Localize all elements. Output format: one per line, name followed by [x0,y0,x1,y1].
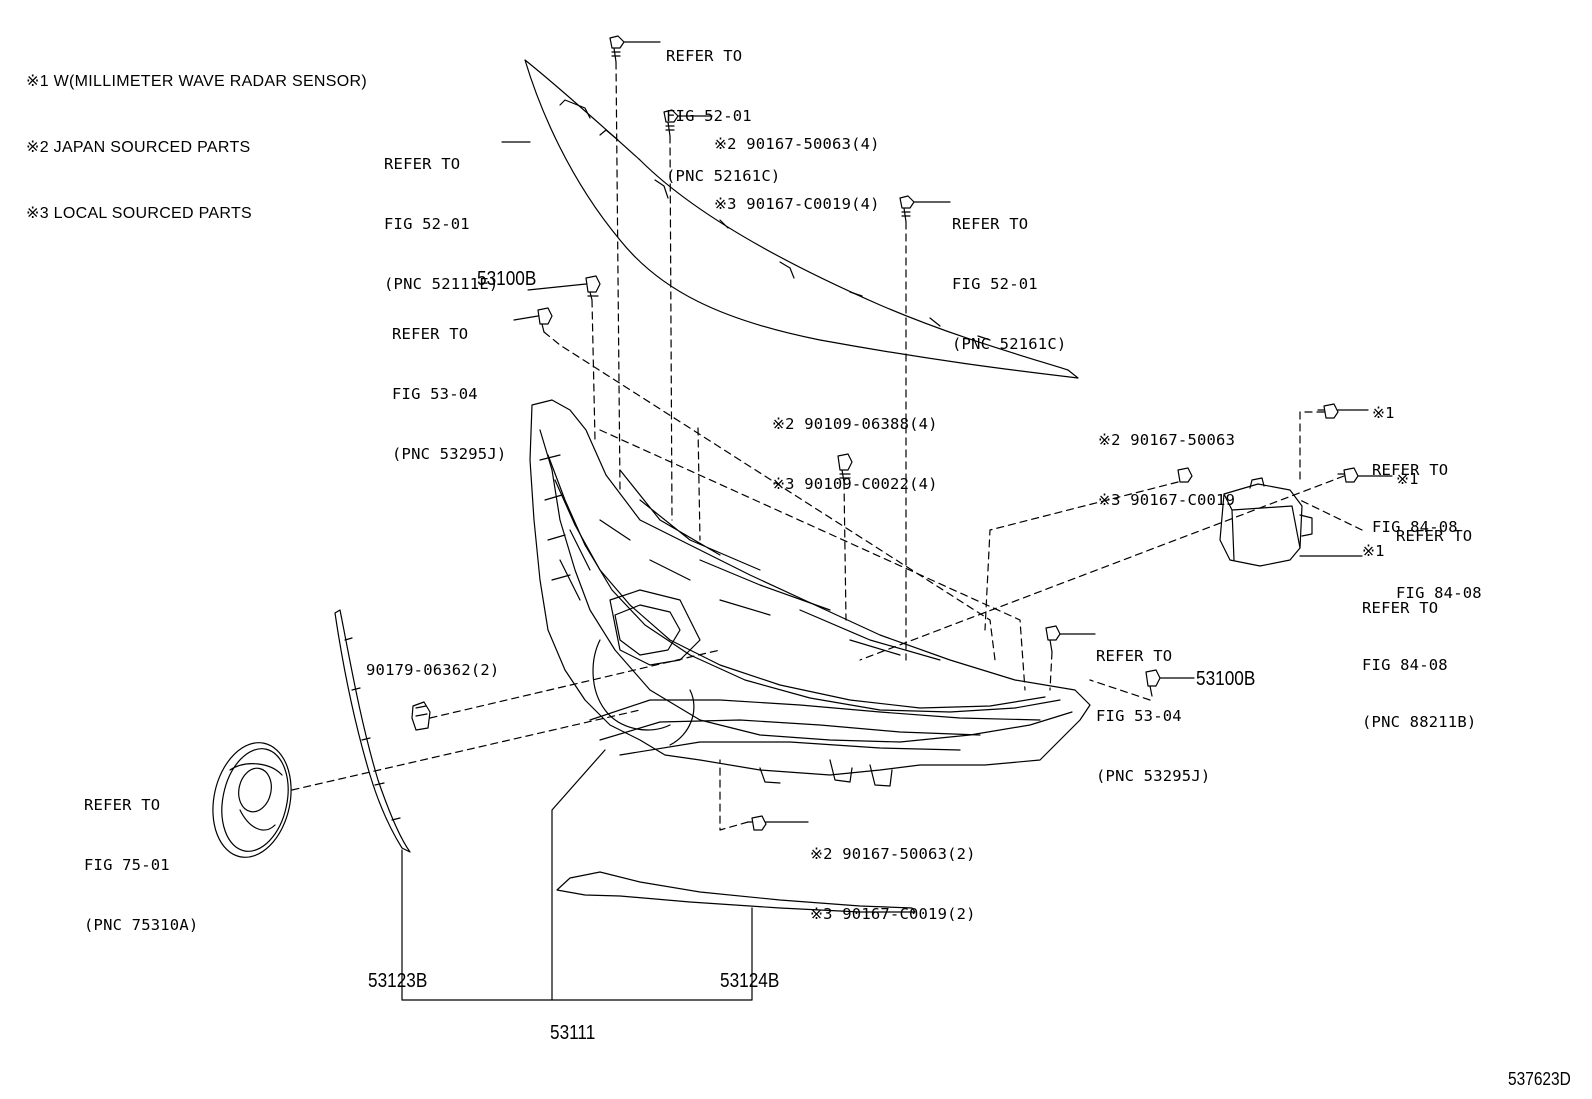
callout-text: FIG 84-08 [1396,584,1482,602]
callout-ref-radar-1: ※1 REFER TO FIG 84-08 [1372,366,1458,556]
assembly-dashed-lines [291,61,1363,831]
callout-text: FIG 84-08 [1362,656,1448,674]
note-3: ※3 LOCAL SOURCED PARTS [26,205,252,222]
fastener-icons [537,35,1359,831]
callout-text: REFER TO [1396,527,1473,545]
callout-text: FIG 53-04 [1096,707,1182,725]
callout-ref-left-mid: REFER TO FIG 53-04 (PNC 53295J) [392,284,506,484]
callout-ref-top: REFER TO FIG 52-01 (PNC 52161C) [666,6,780,206]
callout-text: (PNC 75310A) [84,916,199,934]
callout-text: REFER TO [952,215,1029,233]
callout-screw-right: ※2 90167-50063 ※3 90167-C0019 [1098,390,1235,530]
figure-id: 537623D [1508,1069,1571,1089]
callout-text: ※1 [1396,470,1419,488]
left-garnish-part [334,609,411,853]
callout-ref-emblem: REFER TO FIG 75-01 (PNC 75310A) [84,755,198,955]
callout-text: (PNC 53295J) [1096,767,1211,785]
notes: ※1 W(MILLIMETER WAVE RADAR SENSOR) ※2 JA… [26,27,367,247]
callout-text: ※2 90167-50063(4) [714,135,880,153]
callout-text: ※2 90109-06388(4) [772,415,938,433]
callout-text: (PNC 52111E) [384,275,499,293]
grille-body-part [529,399,1091,787]
callout-ref-right-mid: REFER TO FIG 53-04 (PNC 53295J) [1096,606,1210,806]
emblem-part [212,742,292,858]
note-1: ※1 W(MILLIMETER WAVE RADAR SENSOR) [26,73,367,90]
callout-clip-left: 90179-06362(2) [366,661,500,679]
callout-text: (PNC 52161C) [952,335,1067,353]
callout-text: ※3 90109-C0022(4) [772,475,938,493]
callout-text: FIG 53-04 [392,385,478,403]
part-number-53123b: 53123B [368,970,428,992]
part-number-53100b-top: 53100B [477,268,537,290]
callout-text: ※3 90167-C0019 [1098,491,1236,509]
part-number-53124b: 53124B [720,970,780,992]
callout-ref-left-top: REFER TO FIG 52-01 (PNC 52111E) [384,114,498,314]
callout-screw-mid: ※2 90109-06388(4) ※3 90109-C0022(4) [772,374,938,514]
note-2: ※2 JAPAN SOURCED PARTS [26,139,251,156]
callout-text: ※1 [1362,542,1385,560]
callout-text: (PNC 52161C) [666,167,781,185]
callout-text: REFER TO [1372,461,1449,479]
callout-text: REFER TO [1362,599,1439,617]
callout-text: (PNC 53295J) [392,445,507,463]
callout-text: FIG 75-01 [84,856,170,874]
callout-ref-radar-2: ※1 REFER TO FIG 84-08 [1396,432,1482,622]
callout-text: REFER TO [384,155,461,173]
callout-text: REFER TO [666,47,743,65]
callout-text: REFER TO [392,325,469,343]
callout-text: FIG 52-01 [952,275,1038,293]
callout-text: FIG 52-01 [666,107,752,125]
callout-text: FIG 52-01 [384,215,470,233]
callout-ref-right-top: REFER TO FIG 52-01 (PNC 52161C) [952,174,1066,374]
callout-text: FIG 84-08 [1372,518,1458,536]
callout-text: ※2 90167-50063(2) [810,845,976,863]
upper-molding-part [524,59,1079,379]
part-number-53100b-bottom: 53100B [1196,668,1256,690]
callout-screw-top: ※2 90167-50063(4) ※3 90167-C0019(4) [714,94,880,234]
callout-text: ※3 90167-C0019(2) [810,905,976,923]
callout-screw-bottom: ※2 90167-50063(2) ※3 90167-C0019(2) [810,804,976,944]
lower-garnish-part [556,871,916,913]
leader-lines [401,41,1393,1001]
radar-sensor-part [1219,477,1313,567]
callout-text: ※1 [1372,404,1395,422]
part-number-53111: 53111 [550,1022,596,1044]
callout-text: (PNC 88211B) [1362,713,1477,731]
callout-ref-radar-3: ※1 REFER TO FIG 84-08 (PNC 88211B) [1362,504,1476,751]
callout-text: REFER TO [1096,647,1173,665]
callout-text: ※3 90167-C0019(4) [714,195,880,213]
callout-text: ※2 90167-50063 [1098,431,1236,449]
clip-part [411,701,431,731]
callout-text: REFER TO [84,796,161,814]
